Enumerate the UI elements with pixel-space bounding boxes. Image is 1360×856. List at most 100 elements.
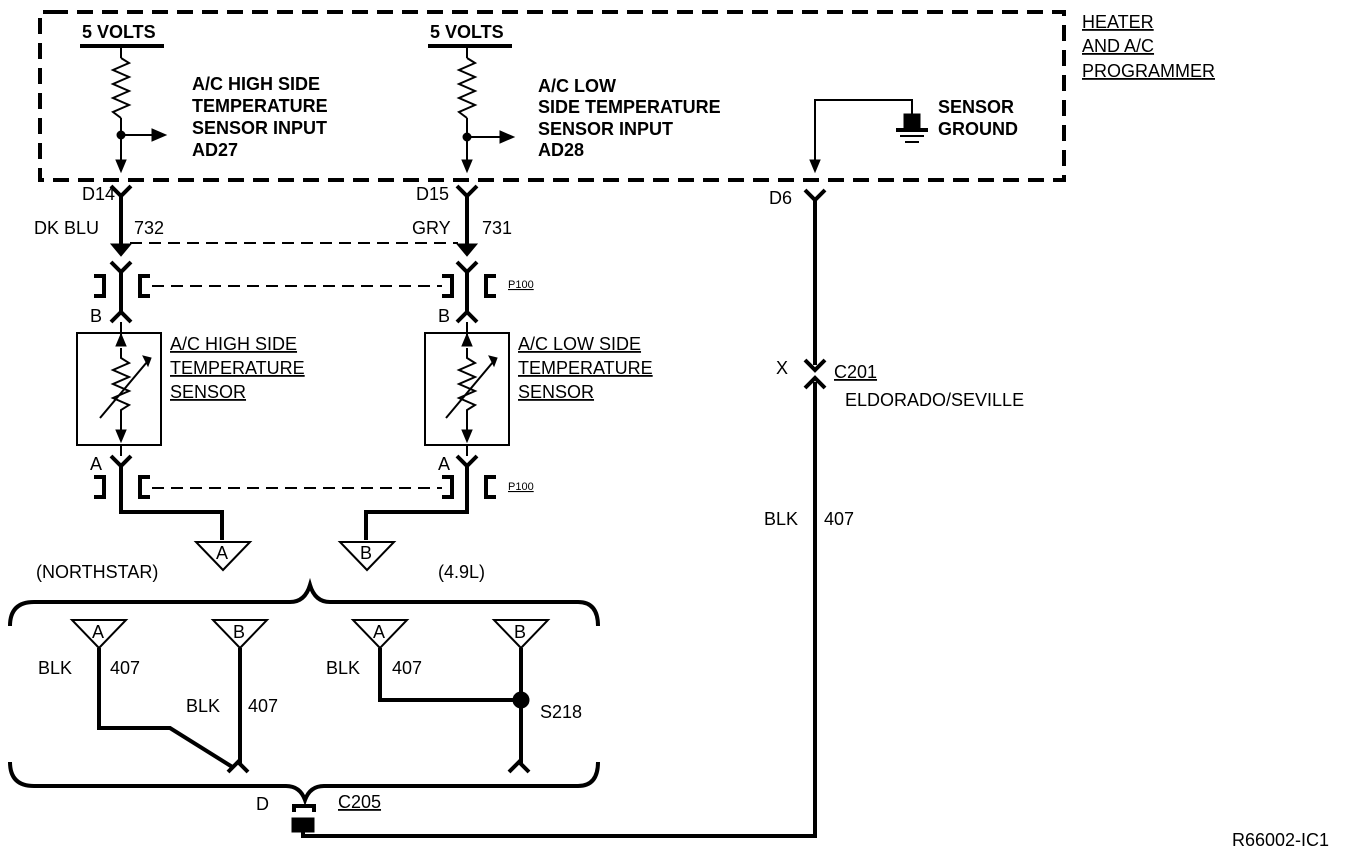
- p100-bottom-high-left-bracket: [94, 475, 106, 499]
- v49-a-triangle-icon: [350, 619, 410, 650]
- high-thermistor-icon: [110, 348, 132, 434]
- d15-terminal-icon: [455, 184, 479, 199]
- low-input-arrow-icon: [499, 130, 516, 144]
- v49-label: (4.9L): [438, 562, 485, 582]
- v49-a-wire: [378, 648, 521, 702]
- c205-connector-block-icon: [291, 817, 315, 833]
- d6-terminal-icon: [803, 188, 827, 203]
- module-name-line-2: AND A/C: [1082, 36, 1154, 56]
- low-sensor-line-1: A/C LOW SIDE: [518, 334, 641, 354]
- v49-a-label: A: [373, 622, 385, 642]
- p100-top-label: P100: [508, 279, 534, 291]
- p100-top-high-right-bracket: [138, 274, 150, 298]
- ref-b-label: B: [360, 543, 372, 563]
- c201-pin: X: [776, 358, 788, 378]
- high-pin-a: A: [90, 454, 102, 474]
- high-sensor-line-3: SENSOR: [170, 382, 246, 402]
- c205-terminal-icon: [292, 804, 316, 812]
- c201-note: ELDORADO/SEVILLE: [845, 390, 1024, 410]
- lower-brace: [8, 761, 600, 806]
- sensor-ground-line-1: SENSOR: [938, 97, 1014, 117]
- low-input-line-1: A/C LOW: [538, 76, 616, 96]
- low-wire-color: GRY: [412, 218, 451, 238]
- v49-end-terminal-icon: [507, 759, 531, 774]
- sensor-ground-line: [814, 99, 913, 168]
- pin-d15: D15: [416, 184, 449, 204]
- pin-d14: D14: [82, 184, 115, 204]
- ns-b-label: B: [233, 622, 245, 642]
- v49-a-circuit: 407: [392, 658, 422, 678]
- p100-top-high-left-bracket: [94, 274, 106, 298]
- low-thermistor-icon: [456, 348, 478, 434]
- ns-a-color: BLK: [38, 658, 72, 678]
- low-ground-wire: [364, 466, 469, 540]
- low-wire-circuit: 731: [482, 218, 512, 238]
- c205-pin: D: [256, 794, 269, 814]
- p100-bottom-high-terminal-icon: [109, 454, 133, 469]
- high-pullup-resistor-icon: [110, 57, 132, 119]
- high-sensor-line-2: TEMPERATURE: [170, 358, 305, 378]
- c201-lower-terminal-icon: [803, 375, 827, 390]
- ground-wire-lower: [301, 382, 817, 838]
- p100-bottom-low-terminal-icon: [455, 454, 479, 469]
- low-pullup-resistor-icon: [456, 57, 478, 119]
- low-input-line-2: SIDE TEMPERATURE: [538, 97, 721, 117]
- sensor-ground-line-2: GROUND: [938, 119, 1018, 139]
- v49-b-label: B: [514, 622, 526, 642]
- c205-label: C205: [338, 792, 381, 812]
- low-sensor-line-3: SENSOR: [518, 382, 594, 402]
- upper-brace: [8, 577, 600, 627]
- s218-label: S218: [540, 702, 582, 722]
- c201-label: C201: [834, 362, 877, 382]
- ref-a-label: A: [216, 543, 228, 563]
- high-input-line-2: TEMPERATURE: [192, 96, 328, 116]
- module-name-line-1: HEATER: [1082, 12, 1154, 32]
- high-sensor-line-1: A/C HIGH SIDE: [170, 334, 297, 354]
- s218-splice-dot: [512, 691, 530, 709]
- p100-bottom-low-left-bracket: [442, 475, 454, 499]
- v49-a-color: BLK: [326, 658, 360, 678]
- figure-id: R66002-IC1: [1232, 830, 1329, 850]
- high-input-line-3: SENSOR INPUT: [192, 118, 327, 138]
- pin-d6: D6: [769, 188, 792, 208]
- ref-b-triangle-icon: [337, 541, 397, 572]
- ns-a-wire: [97, 648, 236, 770]
- ground-down-arrow-icon: [809, 159, 821, 174]
- ns-a-triangle-icon: [69, 619, 129, 650]
- ref-a-triangle-icon: [193, 541, 253, 572]
- low-pin-b: B: [438, 306, 450, 326]
- p100-top-low-right-bracket: [484, 274, 496, 298]
- ground-symbol-icon: [903, 113, 921, 129]
- p100-bottom-label: P100: [508, 481, 534, 493]
- high-ground-wire: [119, 466, 224, 540]
- ns-b-color: BLK: [186, 696, 220, 716]
- ns-join-terminal-icon: [226, 759, 250, 774]
- p100-top-low-terminal-icon: [455, 260, 479, 275]
- northstar-label: (NORTHSTAR): [36, 562, 158, 582]
- low-supply-label: 5 VOLTS: [430, 22, 504, 42]
- p100-top-high-terminal-icon: [109, 260, 133, 275]
- low-down-arrow-icon: [461, 159, 473, 174]
- low-input-line-3: SENSOR INPUT: [538, 119, 673, 139]
- high-wire-circuit: 732: [134, 218, 164, 238]
- ns-b-triangle-icon: [210, 619, 270, 650]
- high-wire-color: DK BLU: [34, 218, 99, 238]
- low-input-line-4: AD28: [538, 140, 584, 160]
- low-sensor-line-2: TEMPERATURE: [518, 358, 653, 378]
- high-sensor-box: [76, 332, 162, 446]
- high-down-arrow-icon: [115, 159, 127, 174]
- high-input-arrow-icon: [151, 128, 168, 142]
- ns-a-circuit: 407: [110, 658, 140, 678]
- ground-wire-circuit: 407: [824, 509, 854, 529]
- ns-a-label: A: [92, 622, 104, 642]
- high-supply-label: 5 VOLTS: [82, 22, 156, 42]
- high-input-line-1: A/C HIGH SIDE: [192, 74, 320, 94]
- ground-wire-color: BLK: [764, 509, 798, 529]
- ns-b-circuit: 407: [248, 696, 278, 716]
- c201-upper-terminal-icon: [803, 358, 827, 373]
- p100-bottom-low-right-bracket: [484, 475, 496, 499]
- module-name-line-3: PROGRAMMER: [1082, 61, 1215, 81]
- v49-b-triangle-icon: [491, 619, 551, 650]
- p100-top-low-left-bracket: [442, 274, 454, 298]
